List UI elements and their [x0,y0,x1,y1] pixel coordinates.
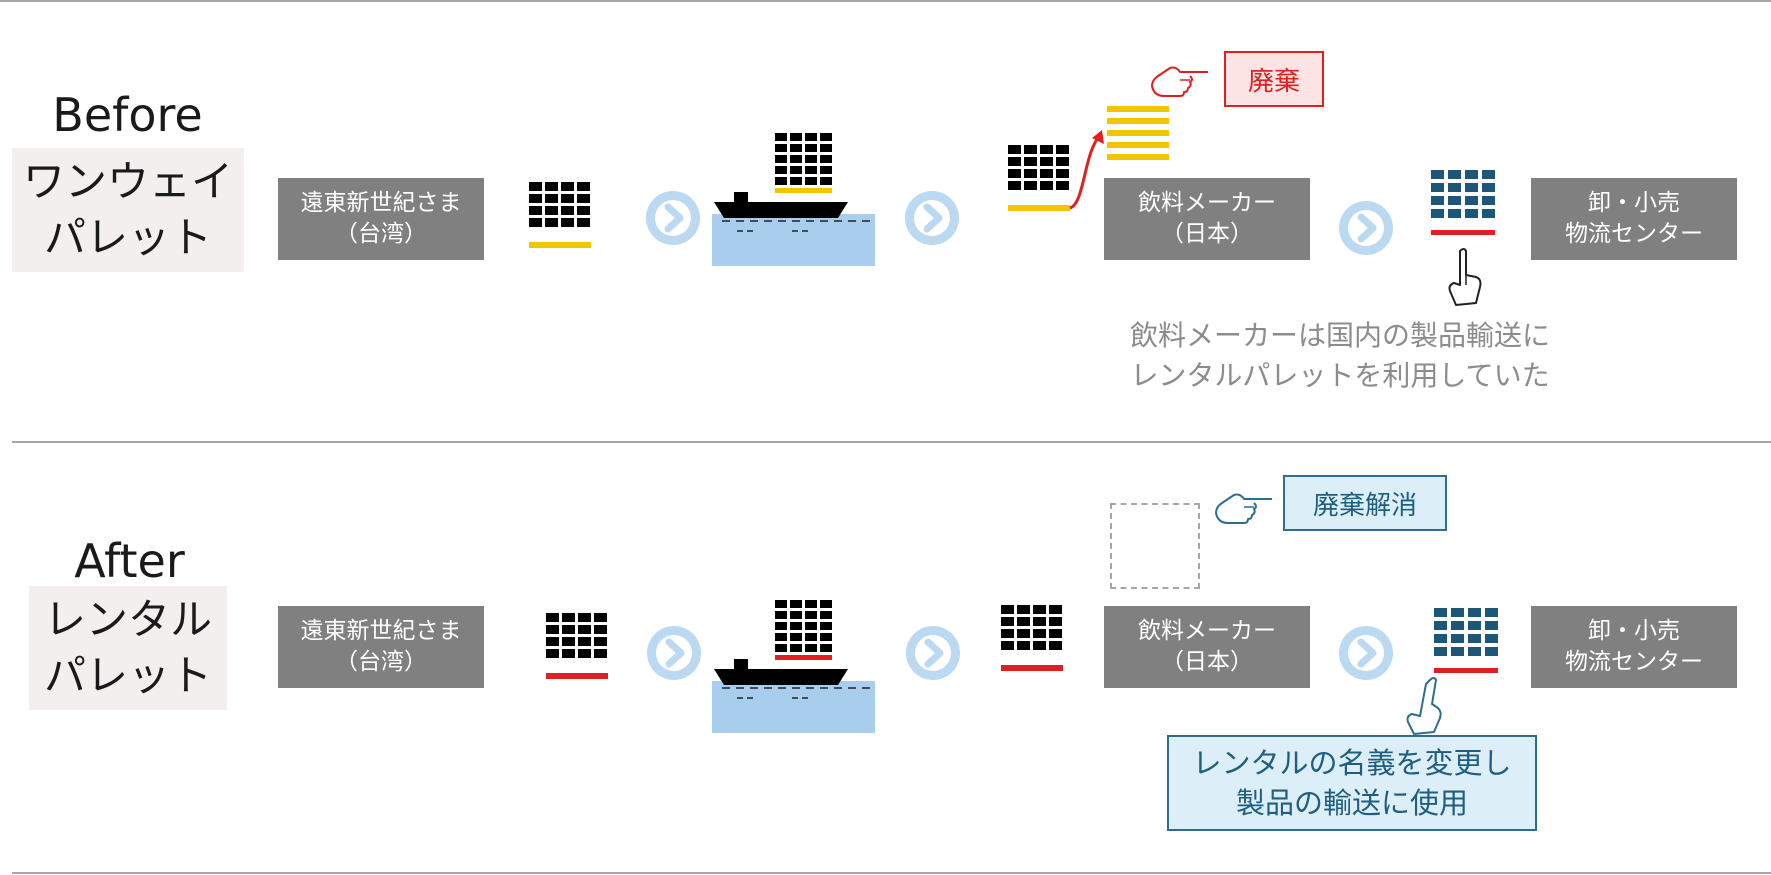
empty-discard-placeholder [1110,503,1200,589]
box-center-after: 卸・小売 物流センター [1531,606,1737,688]
before-subtitle: ワンウェイ パレット [12,148,244,272]
chevron-right-icon [1339,201,1393,255]
chevron-right-icon [906,626,960,680]
resolved-label: 廃棄解消 [1283,475,1447,531]
box-label: 飲料メーカー [1138,618,1276,644]
discard-arrow-icon [1069,130,1104,210]
box-label: 物流センター [1565,221,1703,247]
ship-icon [712,133,875,266]
after-title: After [74,534,185,588]
pallet-icon [1434,608,1498,674]
finger-up-icon [1448,248,1482,306]
box-label: （台湾） [335,221,427,247]
note-line: レンタルの名義を変更し [1192,746,1512,780]
after-note: レンタルの名義を変更し 製品の輸送に使用 [1167,735,1537,831]
pointing-hand-icon [1215,493,1272,524]
chevron-right-icon [646,191,700,245]
box-taiwan-before: 遠東新世紀さま （台湾） [278,178,484,260]
box-label: （台湾） [335,649,427,675]
ship-icon [712,600,875,733]
note-line: 飲料メーカーは国内の製品輸送に [1129,319,1550,352]
top-rule [0,0,1771,2]
chevron-right-icon [1339,626,1393,680]
pallet-icon [1008,145,1070,213]
box-label: 遠東新世紀さま [300,618,462,644]
box-label: （日本） [1161,221,1253,247]
pallet-icon [529,182,591,250]
divider-rule [12,441,1771,443]
box-label: （日本） [1161,649,1253,675]
box-label: 卸・小売 [1588,190,1680,216]
box-maker-after: 飲料メーカー （日本） [1104,606,1310,688]
bottom-rule [12,872,1771,874]
finger-up-icon [1406,677,1442,735]
box-label: 物流センター [1565,649,1703,675]
box-maker-before: 飲料メーカー （日本） [1104,178,1310,260]
before-note: 飲料メーカーは国内の製品輸送に レンタルパレットを利用していた [1090,316,1590,396]
after-subtitle: レンタル パレット [29,586,227,710]
chevron-right-icon [905,191,959,245]
box-label: 遠東新世紀さま [300,190,462,216]
note-line: 製品の輸送に使用 [1235,786,1468,820]
box-center-before: 卸・小売 物流センター [1531,178,1737,260]
pallet-icon [1431,170,1495,236]
box-label: 卸・小売 [1588,618,1680,644]
box-label: 飲料メーカー [1138,190,1276,216]
pallet-icon [546,613,608,681]
pointing-hand-icon [1151,66,1208,97]
before-title: Before [52,88,203,142]
discarded-pallets-icon [1107,106,1169,166]
discard-label: 廃棄 [1224,51,1324,107]
box-taiwan-after: 遠東新世紀さま （台湾） [278,606,484,688]
note-line: レンタルパレットを利用していた [1130,359,1550,392]
chevron-right-icon [647,626,701,680]
pallet-icon [1001,605,1063,673]
